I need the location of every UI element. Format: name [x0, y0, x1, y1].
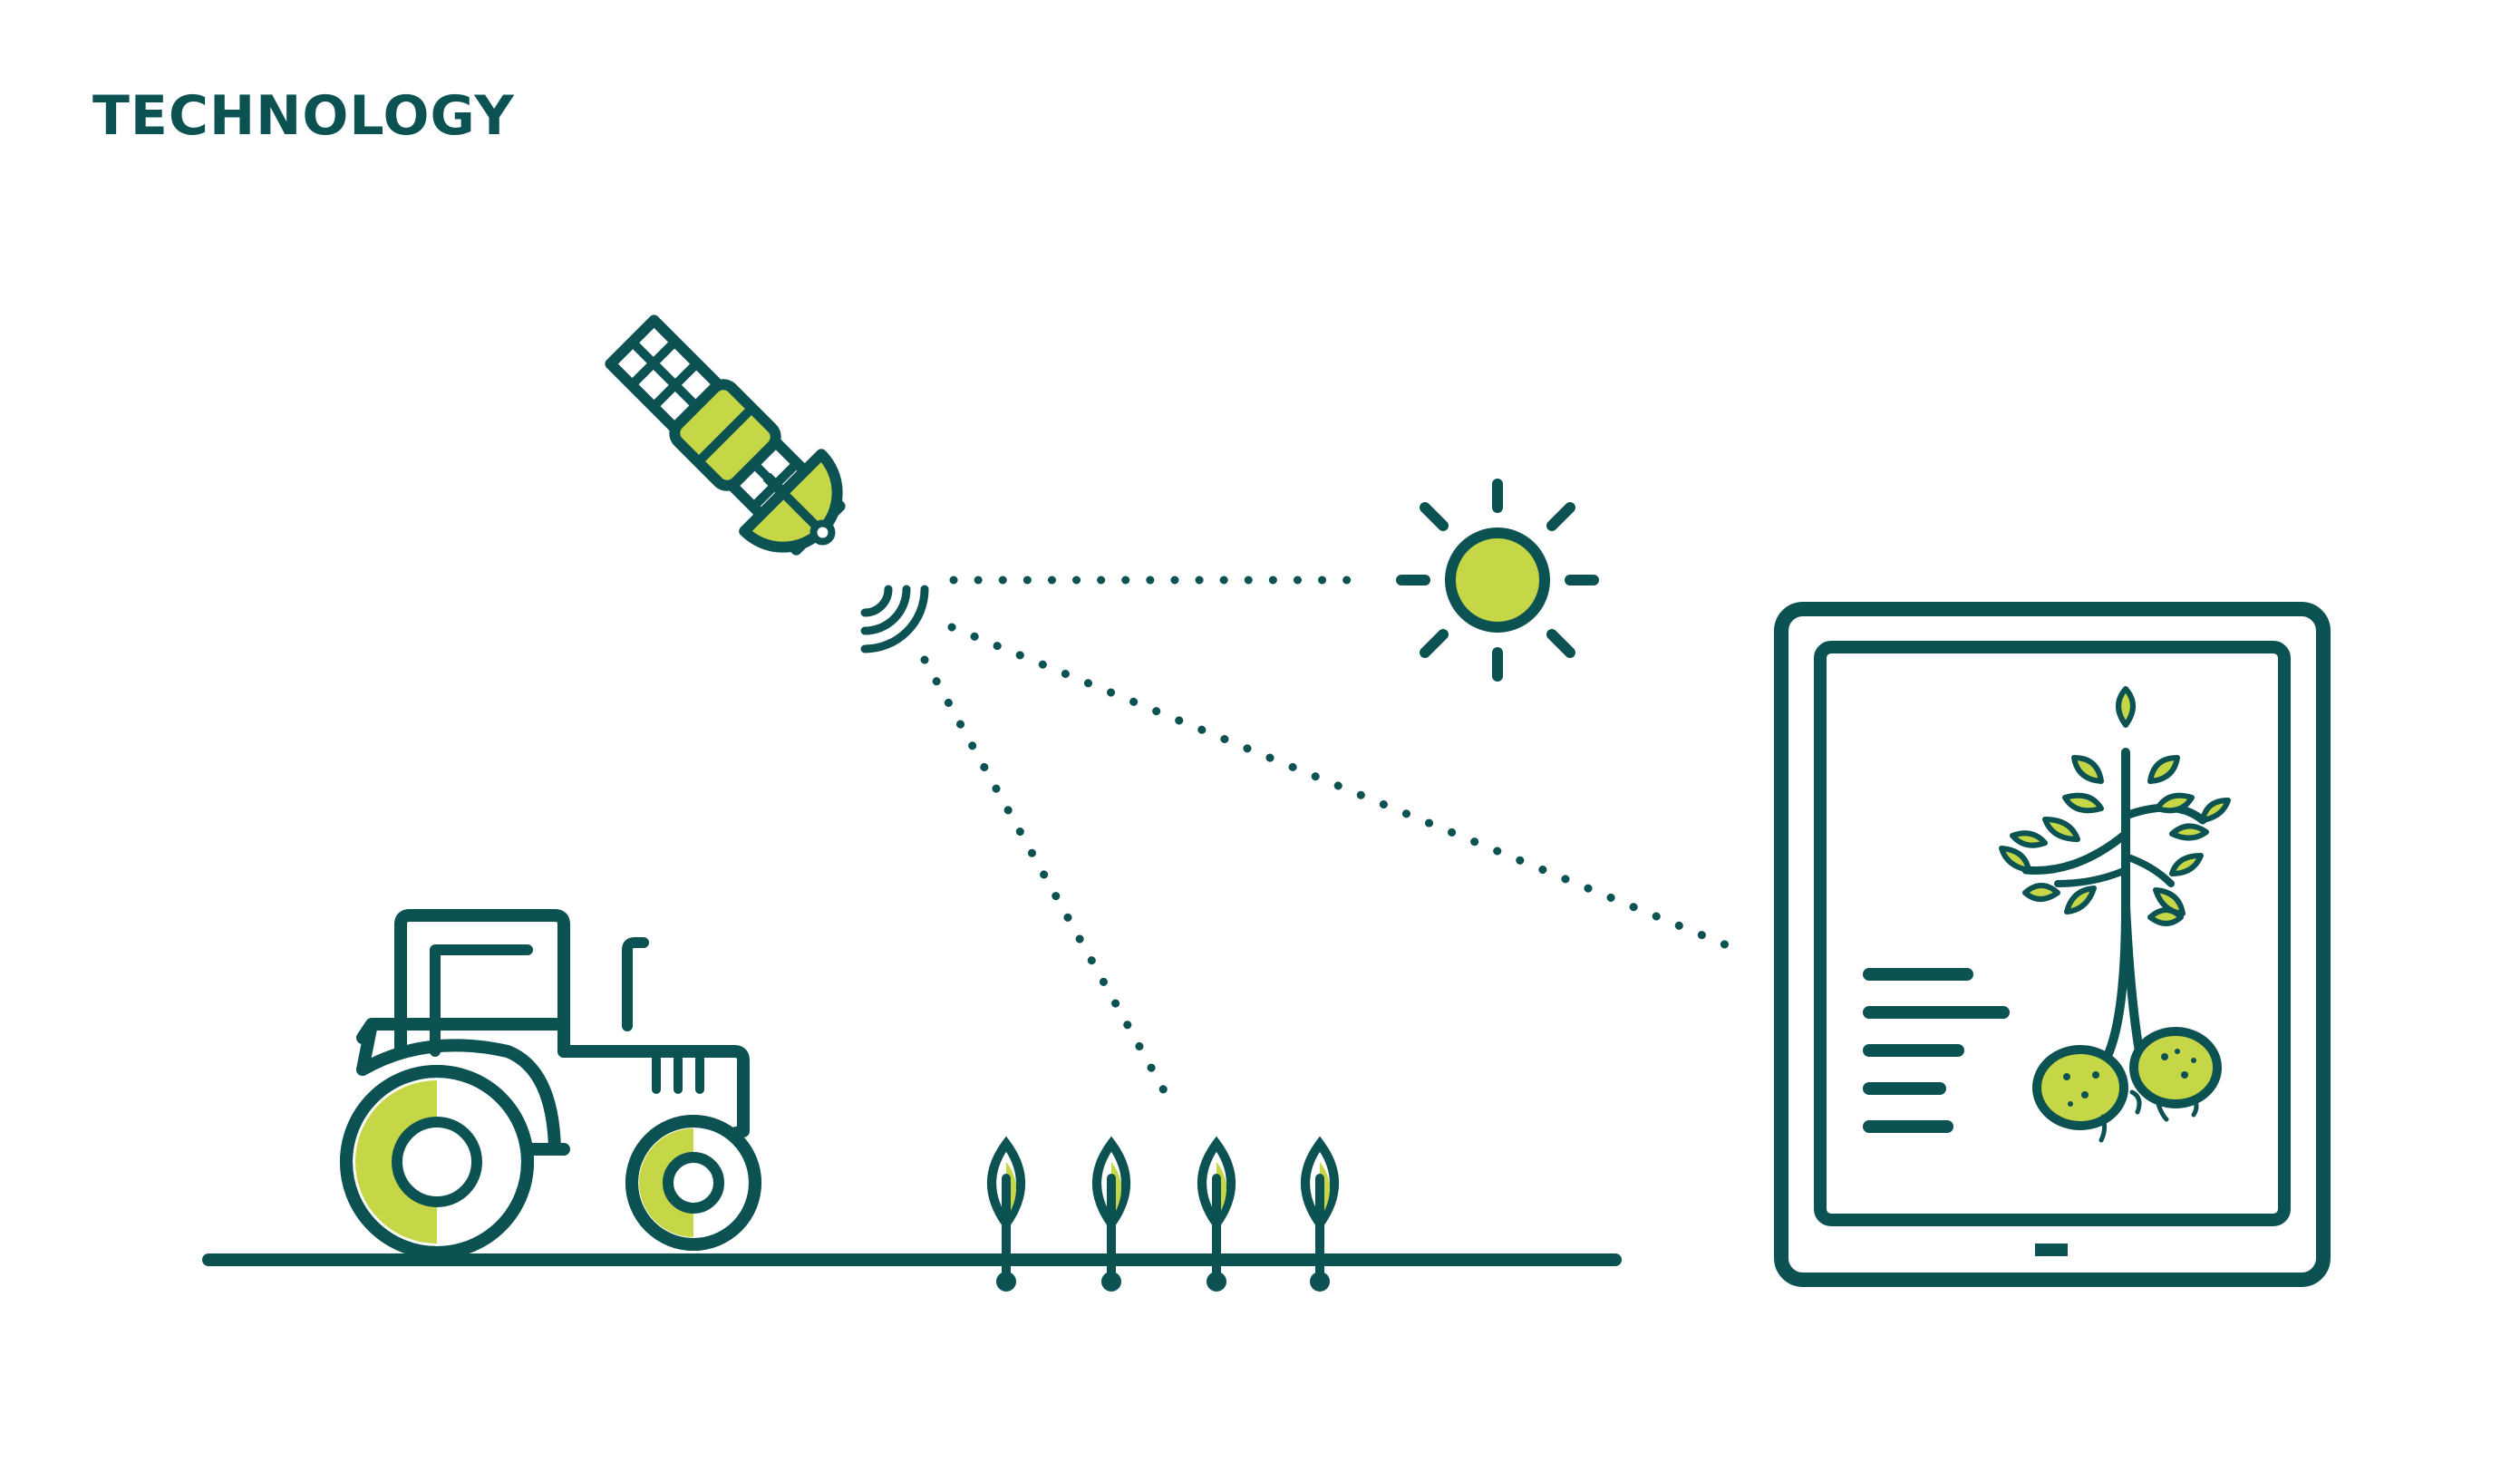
tractor-cab: [394, 909, 570, 1058]
tractor-exhaust: [622, 937, 649, 1031]
tablet-home-button: [2035, 1244, 2068, 1256]
seedling-row: [987, 1136, 1339, 1292]
tractor-icon: [340, 909, 761, 1259]
signal-paths: [920, 576, 1736, 1097]
satellite-icon: [605, 315, 929, 653]
seedling-icon: [1301, 1136, 1339, 1292]
seedling-icon: [1092, 1136, 1130, 1292]
sun-icon: [1396, 479, 1599, 682]
tractor-rear-wheel: [340, 1065, 534, 1259]
seedling-icon: [987, 1136, 1025, 1292]
tablet-icon: [1774, 602, 2331, 1287]
screen-data-bars: [1863, 968, 2010, 1133]
potato-tubers: [2032, 1027, 2222, 1143]
page-title: TECHNOLOGY: [92, 84, 515, 148]
signal-line-to-tablet: [947, 623, 1736, 952]
potato-plant-icon: [1999, 686, 2231, 1143]
tablet-screen: [1814, 641, 2291, 1226]
signal-line-to-crops: [920, 655, 1169, 1097]
seedling-icon: [1197, 1136, 1236, 1292]
signal-waves: [860, 585, 929, 653]
tractor-front-wheel: [625, 1115, 761, 1251]
plant-leaves: [1999, 686, 2231, 926]
